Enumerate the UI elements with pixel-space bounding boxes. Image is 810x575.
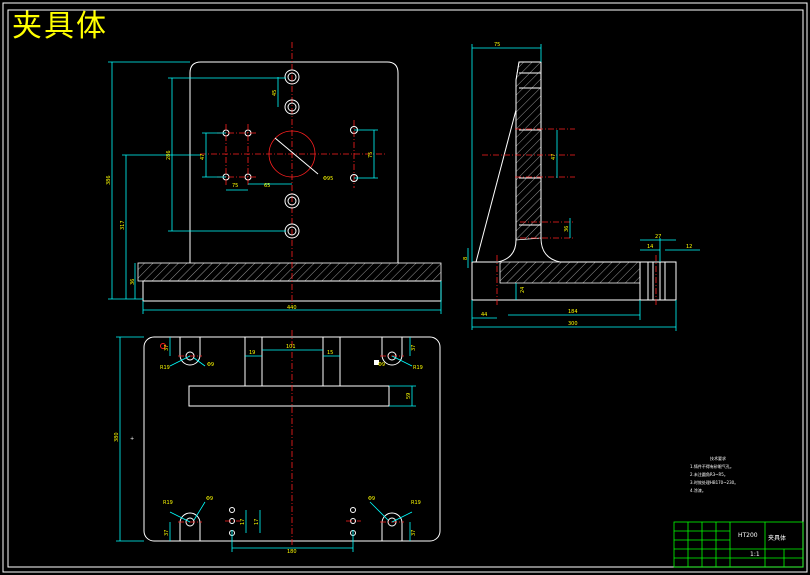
- front-upright-outline: [189, 61, 399, 263]
- top-dim-corner-r-bl: R19: [163, 500, 173, 506]
- top-dim-edge-tr: 37: [411, 345, 417, 351]
- front-central-bore: [268, 130, 316, 178]
- top-dim-bar: 59: [406, 393, 412, 399]
- top-small-holes: [160, 343, 379, 536]
- front-dimension-lines: [108, 61, 442, 314]
- side-dim-total: 300: [568, 321, 578, 327]
- side-upright-hatch: [515, 61, 542, 241]
- top-dim-hole-br: Φ9: [368, 496, 375, 502]
- front-vertical-holes: [284, 69, 300, 239]
- top-dim-slot-mid: 101: [286, 344, 296, 350]
- dim-spacing-v2: 47: [200, 154, 206, 160]
- side-dimension-lines: [467, 44, 700, 331]
- side-base-hatch: [499, 261, 641, 284]
- side-outline: [471, 61, 641, 301]
- top-dim-slot-left: 19: [249, 350, 255, 356]
- top-dim-hole-tl: Φ9: [207, 362, 214, 368]
- top-corner-slots: [178, 337, 404, 541]
- title-block-scale: 1:1: [750, 551, 760, 558]
- front-view: 440 386 317 286 36 45 47 75 65 75 Φ95: [106, 42, 442, 314]
- side-dim-base-left: 44: [481, 312, 487, 318]
- top-dim-edge-bl: 37: [164, 530, 170, 536]
- side-dim-base-h: 24: [520, 287, 526, 293]
- side-flange-holes: [647, 255, 666, 305]
- side-dim-lower: 36: [564, 226, 570, 232]
- drawing-title: 夹具体: [12, 9, 108, 44]
- top-dim-bottom-span: 180: [287, 549, 297, 555]
- dim-bore: Φ95: [323, 176, 333, 182]
- tech-note-4: 4.涂漆。: [690, 487, 706, 493]
- top-dimension-lines: [116, 336, 416, 552]
- top-slots: [244, 336, 341, 386]
- dim-spacing-v1: 45: [272, 90, 278, 96]
- side-dim-top: 75: [494, 42, 500, 48]
- dim-width: 440: [287, 305, 297, 311]
- side-dim-slot-span: 47: [551, 154, 557, 160]
- front-base-hatched: [137, 262, 442, 282]
- title-block-label: HT200: [738, 532, 758, 539]
- top-dim-corner-r-br: R19: [411, 500, 421, 506]
- top-dim-edge-tl: 37: [164, 345, 170, 351]
- top-axis-mark: +: [130, 436, 134, 442]
- side-right-flange: [639, 261, 677, 301]
- title-block: HT200 夹具体 1:1: [673, 521, 804, 568]
- front-bore-leader: [274, 137, 319, 175]
- top-dim-edge-br: 37: [411, 530, 417, 536]
- tech-note-3: 3.时效处理HB170~230。: [690, 479, 738, 485]
- dim-spacing-v3: 75: [368, 152, 374, 158]
- top-view: 380 19 101 15 59 R19 R19 R19 R19 Φ9 Φ9 Φ…: [114, 330, 441, 555]
- top-dim-corner-r-tr: R19: [413, 365, 423, 371]
- top-dim-hole-bl: Φ9: [206, 496, 213, 502]
- dim-spacing-h: 75: [232, 183, 238, 189]
- side-dim-right-c: 12: [686, 244, 692, 250]
- tech-note-2: 2.未注圆角R3~R5。: [690, 471, 728, 477]
- side-dim-right-b: 14: [647, 244, 653, 250]
- dim-height-total: 386: [106, 175, 112, 185]
- dim-height-upper: 286: [166, 150, 172, 160]
- inner-frame: [7, 9, 804, 568]
- side-dim-left-small: 8: [463, 257, 469, 260]
- top-dim-pitch-b: 17: [254, 519, 260, 525]
- side-centerlines: [482, 128, 575, 305]
- top-dim-corner-r-tl: R19: [160, 365, 170, 371]
- front-bolt-hole-axes: [217, 120, 355, 188]
- top-dim-slot-right: 15: [327, 350, 333, 356]
- side-dim-length: 184: [568, 309, 578, 315]
- side-slots: [519, 72, 541, 226]
- tech-notes-heading: 技术要求: [710, 455, 726, 461]
- side-view: 75 47 36 8 24 44 184 300 27 14 12: [463, 42, 700, 331]
- side-rib-line: [475, 109, 517, 263]
- side-dim-right-a: 27: [655, 234, 661, 240]
- dim-base: 36: [130, 279, 136, 285]
- tech-note-1: 1.铸件不得有砂眼气孔。: [690, 463, 734, 469]
- top-dim-height: 380: [114, 432, 120, 442]
- top-dim-pitch-a: 17: [240, 519, 246, 525]
- technical-requirements: 技术要求 1.铸件不得有砂眼气孔。 2.未注圆角R3~R5。 3.时效处理HB1…: [690, 455, 738, 493]
- title-block-part-name: 夹具体: [768, 534, 786, 542]
- top-dim-hole-tr: Φ9: [378, 362, 385, 368]
- top-bar: [188, 385, 390, 407]
- dim-height-mid: 317: [120, 220, 126, 230]
- dim-bolt-center: 65: [264, 183, 270, 189]
